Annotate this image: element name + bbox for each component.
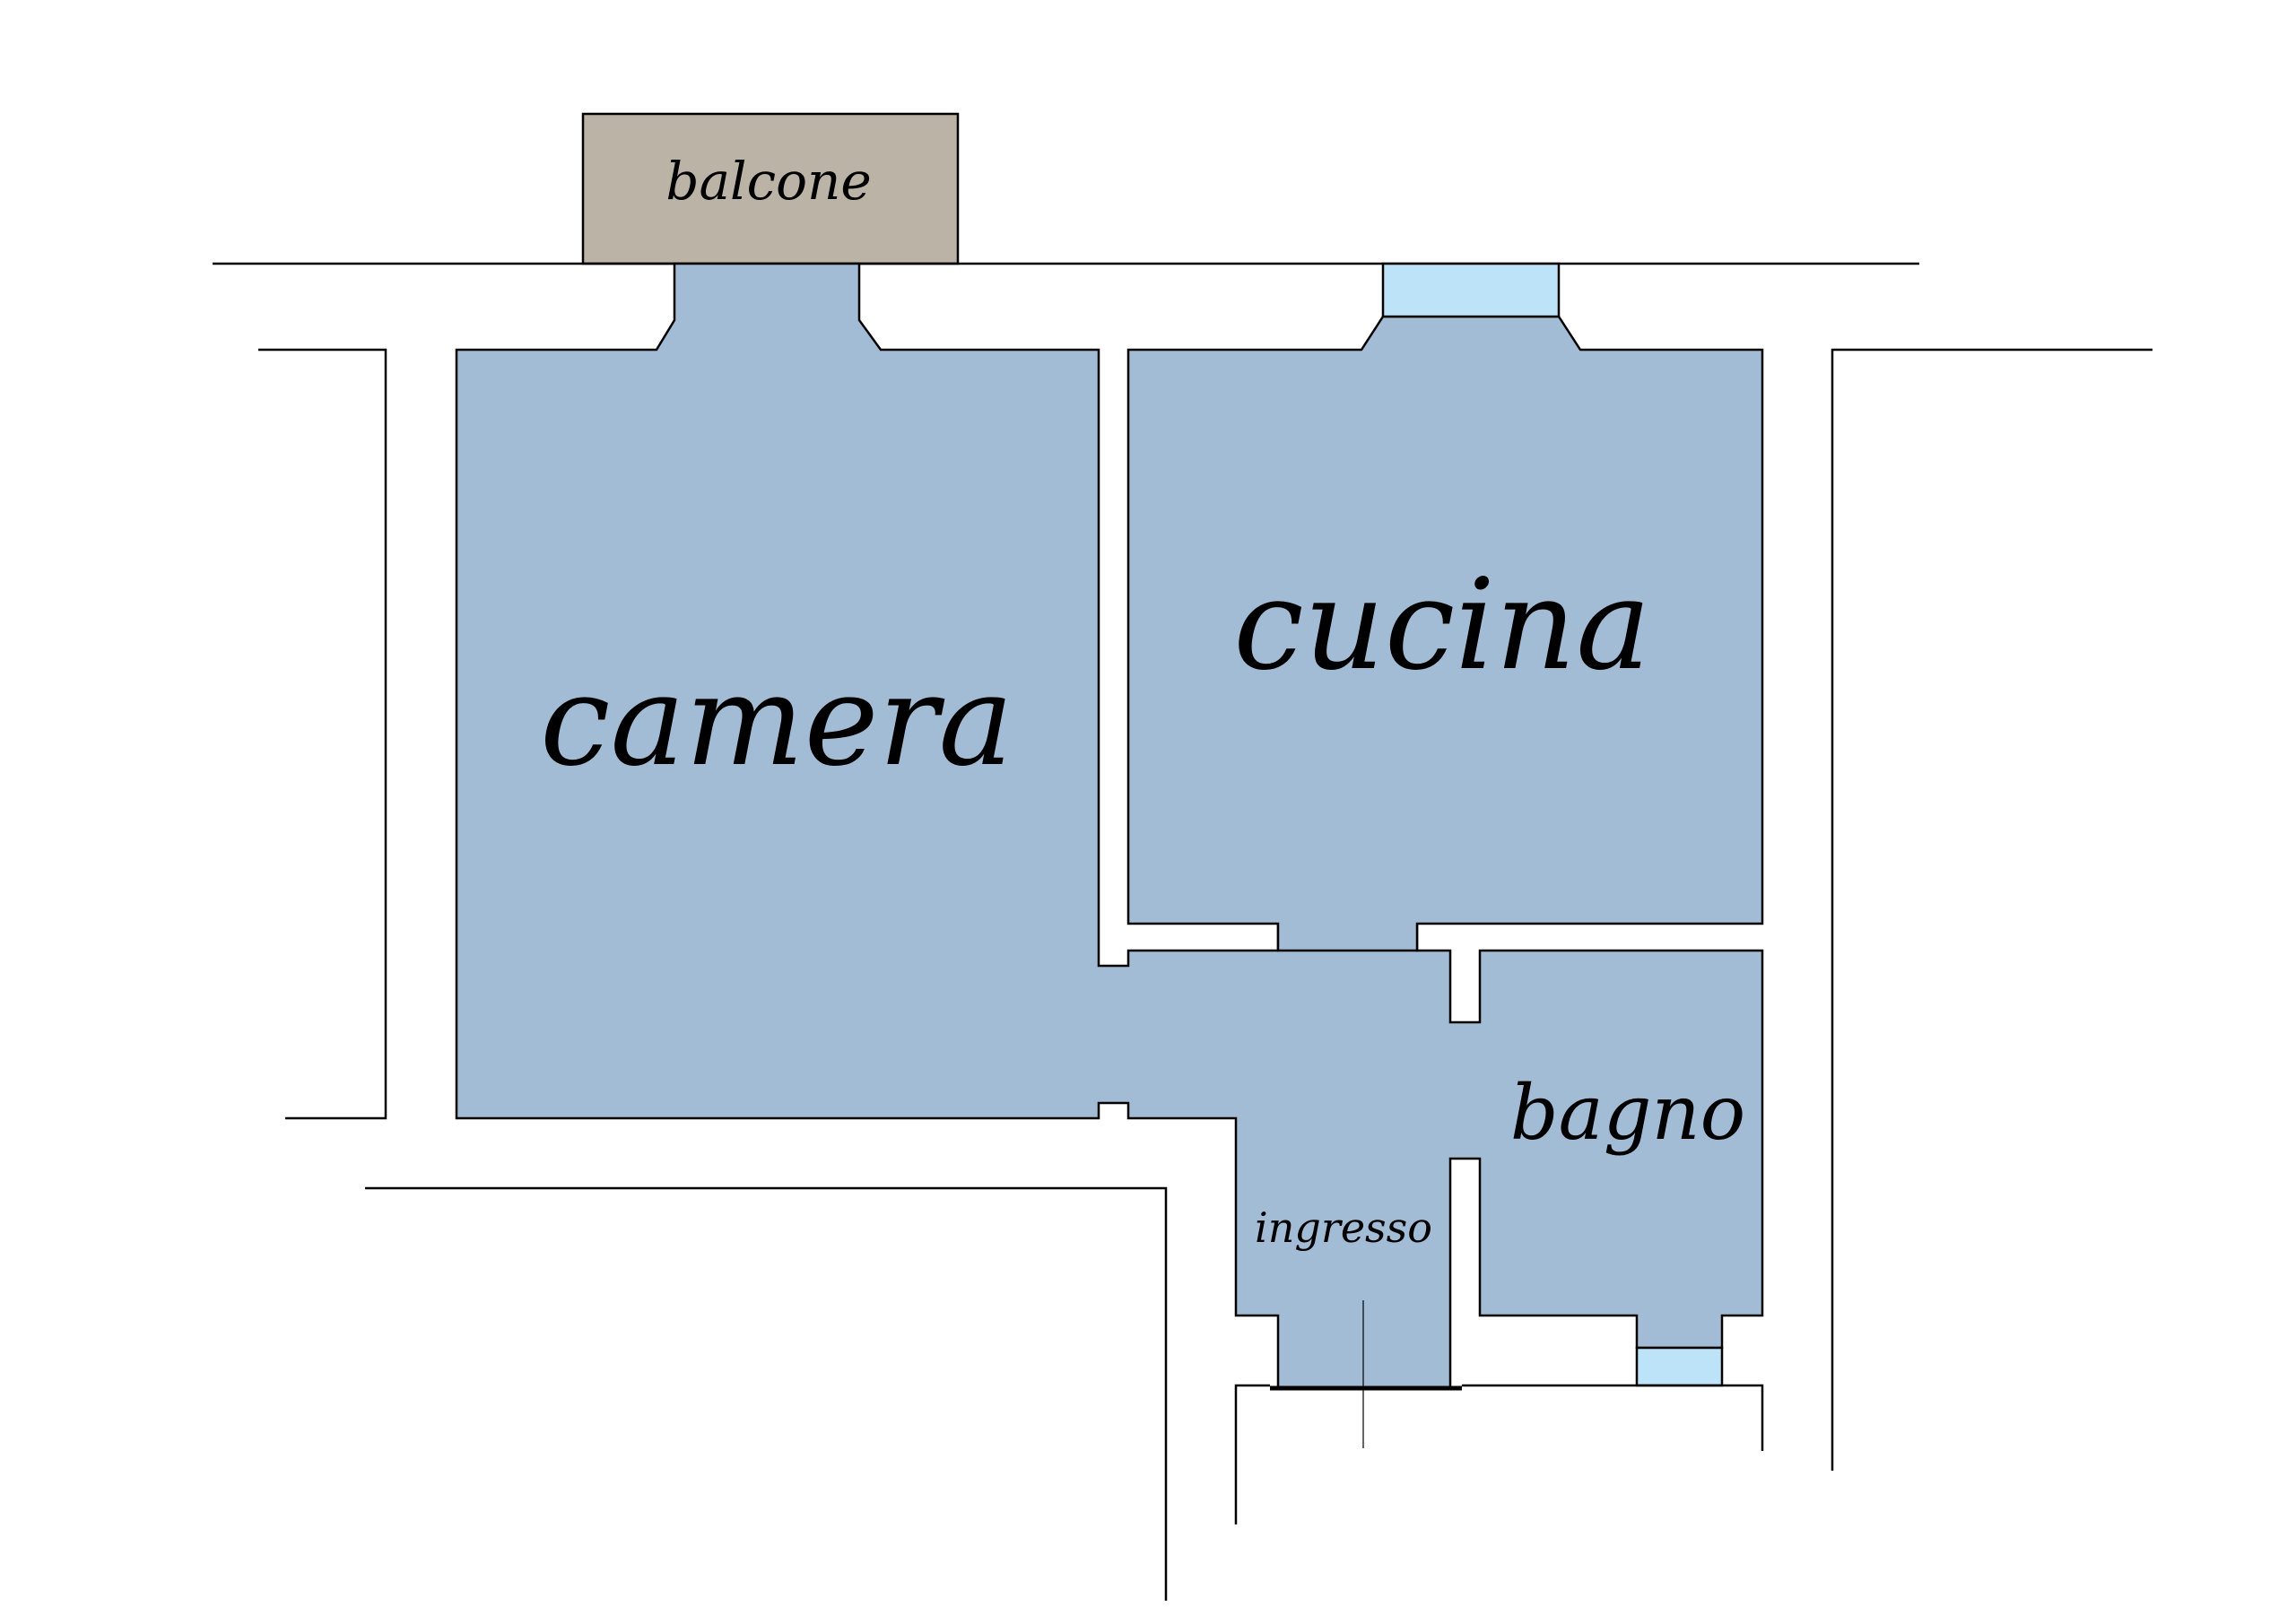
- exterior-wall-bottom: [1234, 1384, 1270, 1524]
- exterior-wall-left: [258, 348, 387, 1120]
- exterior-wall-right: [1831, 348, 2152, 1471]
- bathroom-window: [1635, 1346, 1724, 1387]
- kitchen-window: [1381, 262, 1561, 318]
- bagno-label: bagno: [1510, 1069, 1745, 1157]
- camera-room: [455, 262, 1764, 1390]
- exterior-wall-bottom-left: [365, 1186, 1168, 1601]
- exterior-wall-bottom-right: [1462, 1384, 1764, 1451]
- ingresso-label: ingresso: [1255, 1203, 1432, 1252]
- balcone-label: balcone: [665, 151, 871, 212]
- cucina-label: cucina: [1233, 552, 1650, 699]
- balcony-area: [581, 112, 960, 265]
- camera-label: camera: [540, 648, 1013, 795]
